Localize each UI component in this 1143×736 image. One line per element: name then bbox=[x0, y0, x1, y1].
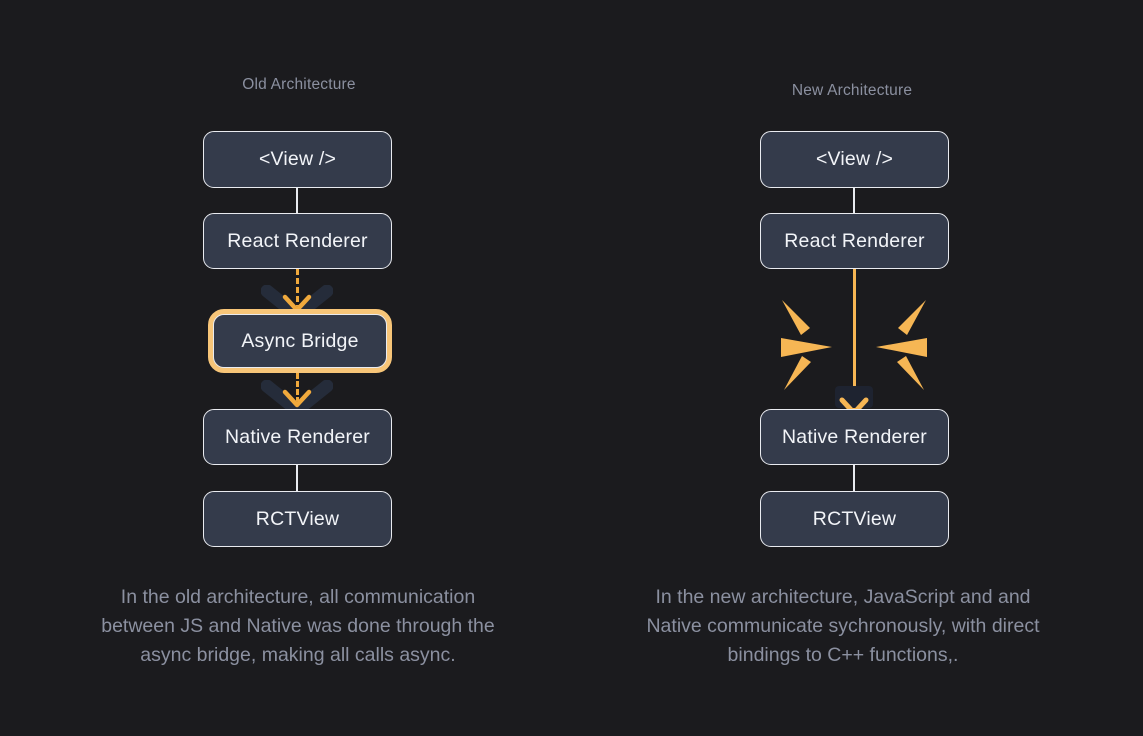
node-label: Async Bridge bbox=[241, 329, 359, 352]
node-label: Native Renderer bbox=[225, 425, 370, 448]
node-old-native-renderer[interactable]: Native Renderer bbox=[203, 409, 392, 465]
connector-react-to-native-direct bbox=[853, 269, 856, 413]
new-architecture-caption: In the new architecture, JavaScript and … bbox=[646, 586, 1040, 666]
connector-react-to-bridge bbox=[296, 269, 299, 311]
node-label: React Renderer bbox=[227, 229, 368, 252]
node-new-react-renderer[interactable]: React Renderer bbox=[760, 213, 949, 269]
old-architecture-caption: In the old architecture, all communicati… bbox=[101, 586, 495, 666]
node-old-view[interactable]: <View /> bbox=[203, 131, 392, 188]
old-architecture-title: Old Architecture bbox=[242, 76, 356, 93]
node-old-async-bridge[interactable]: Async Bridge bbox=[208, 309, 392, 373]
node-new-view[interactable]: <View /> bbox=[760, 131, 949, 188]
connector-bridge-to-native bbox=[296, 373, 299, 411]
node-label: React Renderer bbox=[784, 229, 925, 252]
node-new-rctview[interactable]: RCTView bbox=[760, 491, 949, 547]
node-label: <View /> bbox=[258, 148, 337, 170]
connector-native-to-rctview-old bbox=[296, 464, 298, 492]
node-label: RCTView bbox=[812, 507, 897, 530]
new-architecture-title: New Architecture bbox=[791, 82, 913, 99]
node-old-react-renderer[interactable]: React Renderer bbox=[203, 213, 392, 269]
sparkle-burst-icon bbox=[781, 300, 927, 390]
node-label: Native Renderer bbox=[782, 425, 927, 448]
connector-native-to-rctview-new bbox=[853, 464, 855, 492]
node-label: RCTView bbox=[255, 507, 340, 530]
connector-view-to-react-new bbox=[853, 187, 855, 214]
node-old-rctview[interactable]: RCTView bbox=[203, 491, 392, 547]
node-label: <View /> bbox=[815, 148, 894, 170]
async-bridge-inner: Async Bridge bbox=[213, 314, 387, 368]
node-new-native-renderer[interactable]: Native Renderer bbox=[760, 409, 949, 465]
connector-view-to-react-old bbox=[296, 187, 298, 214]
